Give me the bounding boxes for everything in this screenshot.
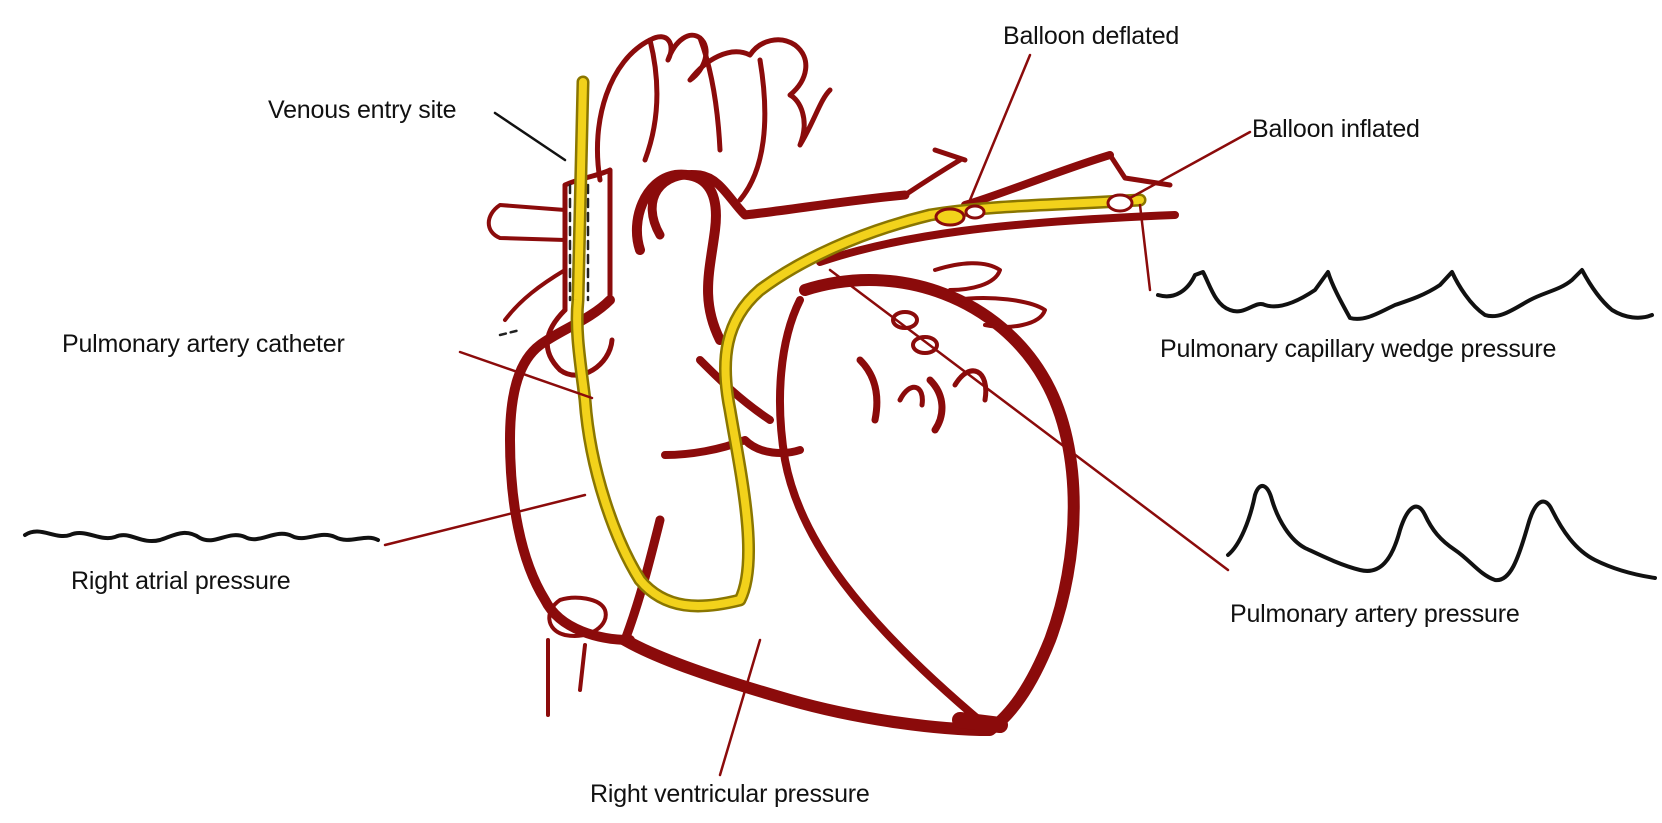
leader-balloon-deflated [970,55,1030,200]
leader-pa-pressure [830,270,1228,570]
waveform-pa [1228,486,1655,580]
leader-rv-pressure [720,640,760,775]
label-right-atrial-pressure: Right atrial pressure [71,567,291,596]
venous-sheath-stub [500,330,520,335]
label-pulmonary-artery-catheter: Pulmonary artery catheter [62,330,345,359]
heart-outer-contour [625,280,1074,730]
label-pulmonary-capillary-wedge-pressure: Pulmonary capillary wedge pressure [1160,335,1556,364]
balloon-deflated-marker-2 [966,206,984,218]
right-atrium [510,300,630,640]
waveform-wedge [1158,270,1652,319]
waveform-right-atrial [25,531,378,541]
svc-branch-lower [505,270,565,320]
svc-branch [489,205,565,240]
label-pulmonary-artery-pressure: Pulmonary artery pressure [1230,600,1520,629]
balloon-deflated-marker [936,209,964,225]
label-venous-entry-site: Venous entry site [268,96,456,125]
label-balloon-deflated: Balloon deflated [1003,22,1179,51]
leader-balloon-inflated [1130,132,1250,198]
pulmonary-artery-left-branch [905,150,965,195]
left-atrium-outer [637,175,720,340]
waveforms [25,270,1655,580]
pulmonary-vein-upper [935,263,1000,290]
heart-drawing [25,35,1655,775]
label-right-ventricular-pressure: Right ventricular pressure [590,780,870,809]
leader-venous-entry [495,113,565,160]
pulmonary-trunk [652,174,905,235]
aorta-branch-a [645,40,657,160]
pulmonary-valve-ring-2 [913,337,937,353]
leader-right-atrial [385,495,585,545]
label-balloon-inflated: Balloon inflated [1252,115,1420,144]
apex-wedge [960,720,1000,725]
balloon-inflated-marker [1108,195,1132,211]
aortic-arch [597,35,830,200]
